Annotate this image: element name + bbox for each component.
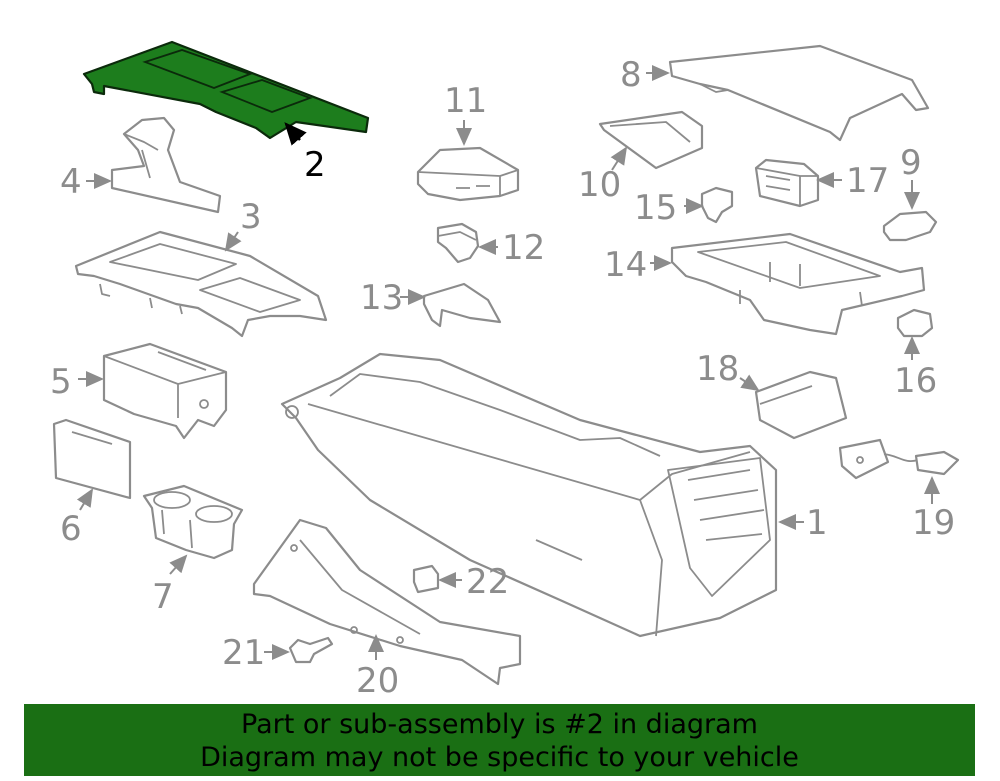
callout-3: 3	[240, 197, 262, 237]
part-22-clip	[412, 564, 440, 594]
part-10-pad	[598, 110, 704, 170]
part-18-module	[754, 370, 848, 440]
part-20-side-panel	[252, 518, 522, 686]
callout-13: 13	[360, 278, 403, 318]
callout-4: 4	[60, 162, 82, 202]
callout-17: 17	[846, 161, 889, 201]
callout-1: 1	[806, 503, 828, 543]
info-banner: Part or sub-assembly is #2 in diagram Di…	[24, 704, 975, 776]
callout-16: 16	[894, 361, 937, 401]
parts-diagram: 2 4 3 5 6 7 11	[50, 40, 960, 700]
part-9-switch	[882, 210, 938, 242]
part-16-switch	[896, 308, 934, 338]
callout-14: 14	[604, 245, 647, 285]
part-7-cup-holder	[142, 484, 244, 560]
callout-21: 21	[222, 633, 265, 673]
part-14-tray	[670, 232, 926, 336]
part-11-module	[416, 146, 520, 202]
callout-11: 11	[444, 81, 487, 121]
callout-5: 5	[50, 362, 72, 402]
part-17-usb-port	[754, 158, 820, 208]
callout-7: 7	[152, 577, 174, 617]
callout-8: 8	[620, 55, 642, 95]
part-13-bracket	[422, 282, 502, 328]
callout-9: 9	[900, 143, 922, 183]
callout-20: 20	[356, 661, 399, 700]
part-1-console-body	[280, 352, 778, 638]
callout-12: 12	[502, 228, 545, 268]
part-8-armrest-lid	[668, 44, 930, 142]
callout-18: 18	[696, 349, 739, 389]
part-19-harness	[838, 438, 960, 480]
part-4-shifter-base	[110, 116, 222, 214]
callout-10: 10	[578, 165, 621, 205]
callout-6: 6	[60, 509, 82, 549]
part-21-bolt	[288, 636, 334, 664]
part-12-clip	[436, 222, 480, 264]
banner-line-1: Part or sub-assembly is #2 in diagram	[241, 709, 758, 740]
part-5-storage-bin	[102, 342, 228, 440]
banner-line-2: Diagram may not be specific to your vehi…	[200, 742, 799, 773]
callout-22: 22	[466, 562, 509, 602]
part-15-connector	[700, 186, 734, 224]
callout-19: 19	[912, 503, 955, 543]
callout-2: 2	[304, 145, 326, 185]
part-6-panel	[52, 418, 132, 500]
part-2-trim-plate[interactable]	[82, 40, 370, 140]
part-3-bezel-frame	[74, 230, 328, 338]
callout-15: 15	[634, 188, 677, 228]
